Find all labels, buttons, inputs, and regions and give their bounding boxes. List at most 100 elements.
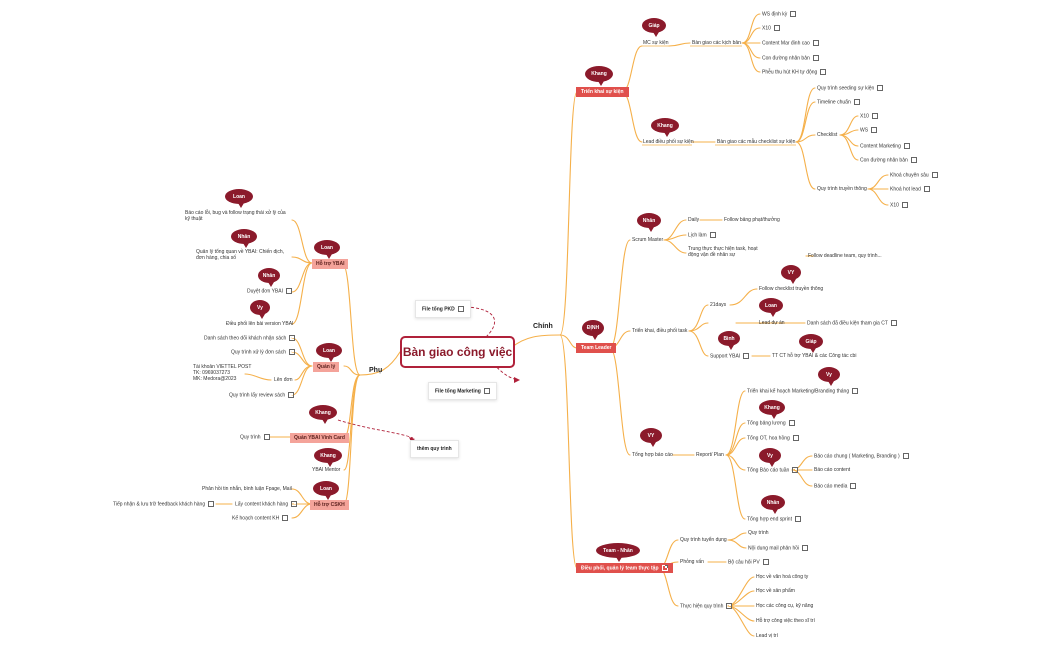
leaf-item[interactable]: Báo cáo content — [814, 467, 851, 473]
ban-giao-checklist[interactable]: Bàn giao các mẫu checklist sự kiện — [717, 139, 796, 145]
quy-trinh-truyen-thong[interactable]: Quy trình truyền thông — [817, 186, 867, 192]
link-icon[interactable] — [812, 40, 819, 46]
thuc-hien-quy-trinh[interactable]: Thực hiện quy trình — [680, 603, 733, 609]
leaf-item[interactable]: Quy trình xử lý đơn sách — [231, 349, 295, 355]
leaf-item[interactable]: Học về sản phẩm — [756, 588, 795, 594]
link-icon[interactable] — [902, 453, 909, 459]
link-icon[interactable] — [263, 434, 270, 440]
link-icon[interactable] — [726, 603, 733, 609]
leaf-item[interactable]: Học về văn hoá công ty — [756, 574, 809, 580]
mc-su-kien[interactable]: MC sự kiện — [643, 40, 669, 46]
link-icon[interactable] — [792, 467, 799, 473]
leaf-item[interactable]: Báo cáo lỗi, bug và follow trạng thái xử… — [185, 210, 286, 222]
leaf-item[interactable]: Content Marketing — [860, 143, 910, 149]
ban-giao-kich-ban[interactable]: Bàn giao các kịch bản — [692, 40, 741, 46]
topic-vinh-card[interactable]: Quản YBAI Vinh Card — [290, 433, 349, 443]
lead-dieu-phoi[interactable]: Lead điều phối sự kiện — [643, 139, 694, 145]
quy-trinh-tuyen-dung[interactable]: Quy trình tuyển dụng — [680, 537, 727, 543]
leaf-item[interactable]: Phản hồi tin nhắn, bình luận Fpage, Mail — [202, 486, 292, 492]
daily-node[interactable]: Daily — [688, 217, 700, 223]
lead-du-an[interactable]: Lead dự án — [759, 320, 785, 326]
central-topic[interactable]: Bàn giao công việc — [400, 336, 515, 368]
leaf-item[interactable]: X10 — [762, 25, 780, 31]
leaf-item[interactable]: Báo cáo media — [814, 483, 857, 489]
link-icon[interactable] — [877, 85, 884, 91]
topic-dieu-phoi[interactable]: Điều phối, quản lý team thực tập — [576, 563, 673, 574]
trien-khai-dieu-phoi-task[interactable]: Triển khai, điều phối task — [632, 328, 688, 334]
link-icon[interactable] — [890, 320, 897, 326]
link-icon[interactable] — [289, 335, 296, 341]
leaf-item[interactable]: Bộ câu hỏi PV — [728, 559, 769, 565]
floating-file-marketing[interactable]: File tổng Marketing — [428, 382, 497, 401]
link-icon[interactable] — [802, 545, 809, 551]
link-icon[interactable] — [661, 565, 668, 571]
topic-ybai-mentor[interactable]: YBAI Mentor — [312, 467, 341, 473]
leaf-item[interactable]: Phễu thu hút KH tự động — [762, 69, 827, 75]
link-icon[interactable] — [853, 99, 860, 105]
leaf-item[interactable]: Tiếp nhận & lưu trữ feedback khách hàng — [113, 501, 215, 507]
leaf-item[interactable]: WS định kỳ — [762, 11, 797, 17]
leaf-item[interactable]: X10 — [890, 202, 908, 208]
leaf-item[interactable]: Báo cáo chung ( Marketing, Branding ) — [814, 453, 909, 459]
report-plan[interactable]: Report/ Plan — [696, 452, 724, 458]
link-icon[interactable] — [291, 501, 298, 507]
leaf-item[interactable]: Follow bảng phạt/thưởng — [724, 217, 780, 223]
leaf-item[interactable]: Quy trình seeding sự kiện — [817, 85, 884, 91]
leaf-item[interactable]: Triển khai kế hoạch Marketing/Branding t… — [747, 388, 859, 394]
topic-ho-tro-cskh[interactable]: Hỗ trợ CSKH — [310, 500, 349, 510]
link-icon[interactable] — [812, 55, 819, 61]
link-icon[interactable] — [282, 515, 289, 521]
link-icon[interactable] — [457, 306, 464, 312]
topic-trien-khai-su-kien[interactable]: Triển khai sự kiện — [576, 87, 629, 97]
link-icon[interactable] — [923, 186, 930, 192]
21days-node[interactable]: 21days — [710, 302, 727, 308]
trung-thuc-node[interactable]: Trung thực thực hiện task, hoạt động vận… — [688, 246, 758, 258]
leaf-item[interactable]: Tổng hợp end sprint — [747, 516, 801, 522]
leaf-item[interactable]: Con đường nhân bản — [860, 157, 917, 163]
link-icon[interactable] — [871, 127, 878, 133]
leaf-item[interactable]: Quy trình lấy review sách — [229, 392, 295, 398]
checklist-node[interactable]: Checklist — [817, 132, 838, 138]
link-icon[interactable] — [285, 288, 292, 294]
leaf-item[interactable]: Học các công cụ, kỹ năng — [756, 603, 814, 609]
leaf-item[interactable]: Timeline chuẩn — [817, 99, 860, 105]
link-icon[interactable] — [288, 349, 295, 355]
leaf-item[interactable]: Quy trình — [240, 434, 270, 440]
leaf-item[interactable]: Tổng OT, hoa hồng — [747, 435, 799, 441]
leaf-item[interactable]: Danh sách theo dõi khách nhận sách — [204, 335, 296, 341]
leaf-item[interactable]: Lead vị trí — [756, 633, 778, 639]
leaf-item[interactable]: Tổng bảng lương — [747, 420, 795, 426]
leaf-item[interactable]: Quản lý tổng quan về YBAI: Chiến dịch, đ… — [196, 249, 285, 261]
link-icon[interactable] — [788, 420, 795, 426]
leaf-item[interactable]: Khoá hot lead — [890, 186, 930, 192]
link-icon[interactable] — [762, 559, 769, 565]
leaf-item[interactable]: Follow checklist truyền thông — [759, 286, 824, 292]
leaf-item[interactable]: TT CT hỗ trợ YBAI & các Công tác cbi — [772, 353, 857, 359]
branch-chinh[interactable]: Chính — [533, 323, 553, 330]
link-icon[interactable] — [743, 353, 750, 359]
link-icon[interactable] — [852, 388, 859, 394]
floating-them-quy-trinh[interactable]: thêm quy trình — [410, 440, 459, 458]
link-icon[interactable] — [288, 392, 295, 398]
leaf-item[interactable]: Follow deadline team, quy trình... — [808, 253, 882, 259]
link-icon[interactable] — [871, 113, 878, 119]
topic-ho-tro-ybai[interactable]: Hỗ trợ YBAI — [312, 259, 349, 269]
leaf-item[interactable]: Content Mar đinh cao — [762, 40, 819, 46]
link-icon[interactable] — [773, 25, 780, 31]
tong-bao-cao-tuan[interactable]: Tổng Báo cáo tuần — [747, 467, 799, 473]
branch-phu[interactable]: Phụ — [369, 367, 383, 374]
topic-quan-ly[interactable]: Quản lý — [313, 362, 340, 372]
leaf-item[interactable]: Điều phối lên bài version YBAI — [226, 321, 294, 327]
leaf-item[interactable]: WS — [860, 127, 878, 133]
tong-hop-bao-cao[interactable]: Tổng hợp báo cáo — [632, 452, 673, 458]
link-icon[interactable] — [792, 435, 799, 441]
leaf-item[interactable]: Con đường nhân bản — [762, 55, 819, 61]
leaf-item[interactable]: Duyệt đơn YBAI — [247, 288, 292, 294]
phong-van[interactable]: Phỏng vấn — [680, 559, 704, 565]
scrum-master[interactable]: Scrum Master — [632, 237, 664, 243]
leaf-item[interactable]: X10 — [860, 113, 878, 119]
support-ybai[interactable]: Support YBAI — [710, 353, 750, 359]
link-icon[interactable] — [820, 69, 827, 75]
link-icon[interactable] — [850, 483, 857, 489]
floating-file-pkd[interactable]: File tổng PKD — [415, 300, 471, 319]
